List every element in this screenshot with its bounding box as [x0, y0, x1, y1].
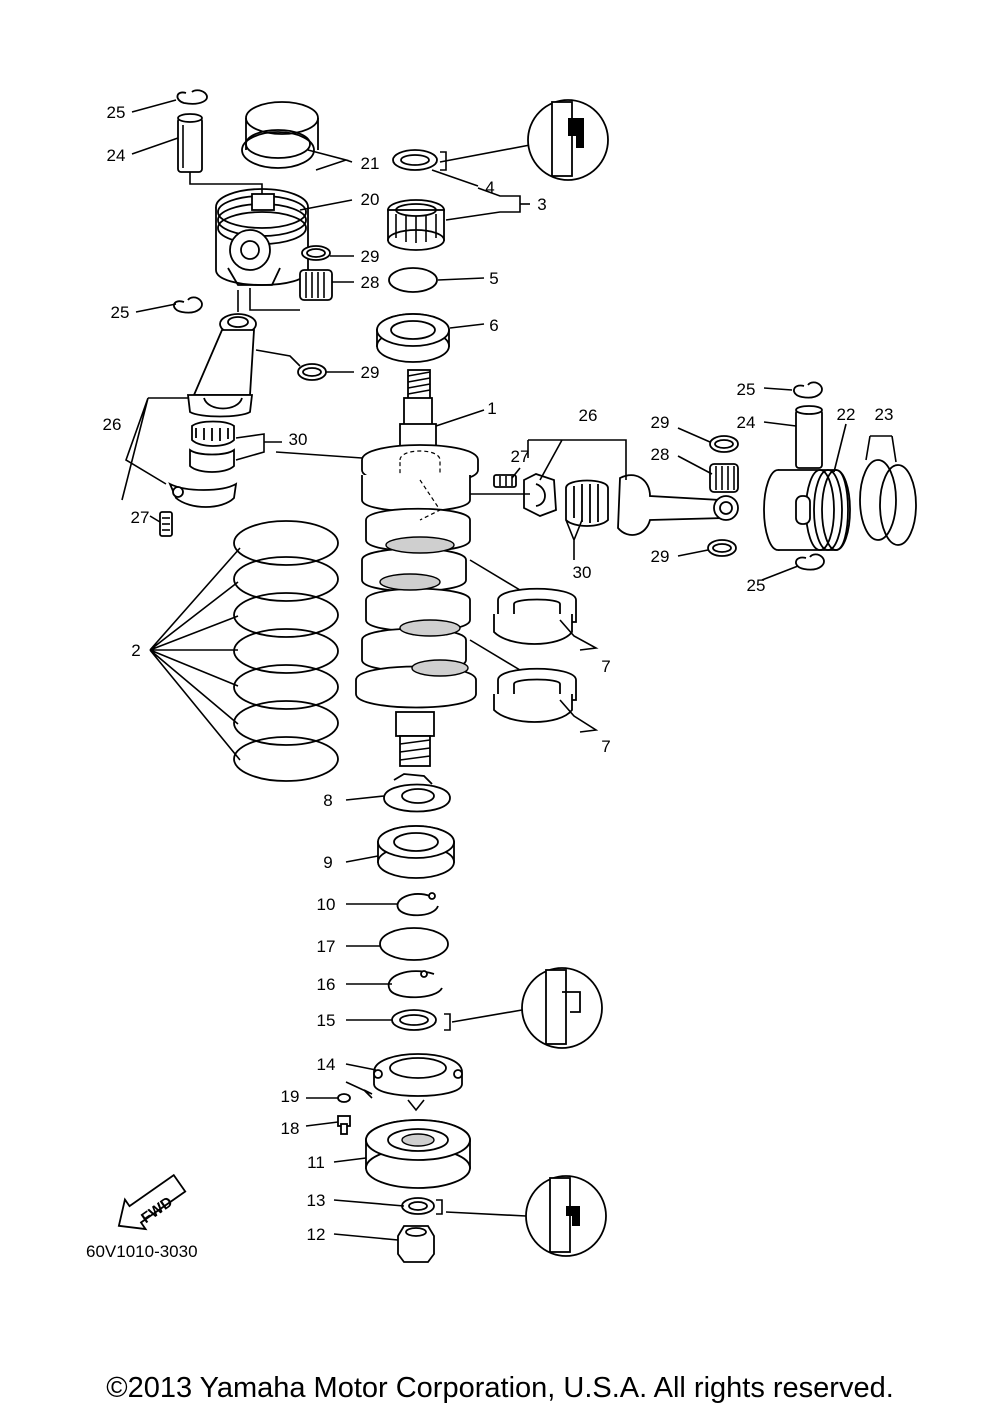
callout-27: 27	[511, 447, 530, 466]
spacer-plate-8	[383, 773, 451, 813]
piston-ring-set-21-left	[241, 101, 319, 169]
callout-26: 26	[579, 406, 598, 425]
callout-28: 28	[361, 273, 380, 292]
main-bearing-7-lower	[493, 667, 577, 723]
seal-direction-detail-top	[439, 99, 609, 181]
callout-29: 29	[651, 413, 670, 432]
connecting-rod-26-left	[186, 313, 257, 418]
bolt-18	[337, 1115, 351, 1135]
callout-14: 14	[317, 1055, 336, 1074]
piston-pin-clip-25-right-top	[793, 381, 823, 399]
nut-12	[397, 1225, 435, 1263]
housing-14	[373, 1053, 463, 1112]
callout-29: 29	[361, 247, 380, 266]
callout-17: 17	[317, 937, 336, 956]
callout-30: 30	[573, 563, 592, 582]
rod-bolt-27-right	[493, 474, 517, 488]
crankshaft-seal-rings-2	[233, 520, 339, 782]
callout-19: 19	[281, 1087, 300, 1106]
seal-direction-detail-bottom	[436, 1175, 607, 1257]
bearing-9	[377, 825, 455, 879]
piston-pin-clip-25-right-lower	[795, 553, 825, 571]
piston-22-right	[763, 469, 851, 551]
callout-12: 12	[307, 1225, 326, 1244]
rod-bolt-27-left	[159, 511, 173, 537]
bearing-6	[376, 313, 450, 363]
piston-pin-24-right	[795, 405, 823, 469]
callout-1: 1	[487, 399, 496, 418]
leader-lines	[121, 99, 897, 1241]
bearing-11	[365, 1119, 471, 1189]
callout-5: 5	[489, 269, 498, 288]
circlip-16	[387, 970, 443, 999]
callout-20: 20	[361, 190, 380, 209]
rod-bearing-30-left	[189, 420, 235, 473]
callout-30: 30	[289, 430, 308, 449]
piston-20-left	[215, 188, 309, 286]
piston-pin-clip-25-left-lower	[173, 296, 203, 314]
callout-16: 16	[317, 975, 336, 994]
callout-9: 9	[323, 853, 332, 872]
main-bearing-7-upper	[493, 587, 577, 645]
callout-3: 3	[537, 195, 546, 214]
callout-11: 11	[307, 1153, 325, 1172]
copyright-notice: ©2013 Yamaha Motor Corporation, U.S.A. A…	[106, 1372, 894, 1404]
callout-29: 29	[651, 547, 670, 566]
crankshaft-1	[355, 369, 479, 767]
bearing-29-right-lower	[707, 539, 737, 557]
washer-19	[337, 1093, 351, 1103]
bearing-29-left-lower	[297, 363, 327, 381]
piston-ring-set-23-right	[859, 459, 917, 546]
callout-7: 7	[601, 737, 610, 756]
callout-4: 4	[485, 178, 494, 197]
callout-25: 25	[737, 380, 756, 399]
piston-pin-clip-25-top	[176, 89, 208, 105]
rod-cap-right	[523, 473, 557, 517]
bearing-29-right-upper	[709, 435, 739, 453]
piston-pin-24-left	[177, 113, 203, 173]
oil-seal-15	[391, 1009, 437, 1031]
fwd-arrow	[117, 1173, 187, 1231]
rod-bearing-30-right	[565, 479, 609, 527]
connecting-rod-26-right	[617, 474, 739, 536]
callout-18: 18	[281, 1119, 300, 1138]
bearing-29-left-upper	[301, 245, 331, 261]
callout-2: 2	[131, 641, 140, 660]
callout-29: 29	[361, 363, 380, 382]
oil-seal-4	[392, 149, 438, 171]
callout-15: 15	[317, 1011, 336, 1030]
needle-bearing-28-right	[709, 463, 739, 493]
callout-6: 6	[489, 316, 498, 335]
bolt-pointer-line	[345, 1081, 373, 1099]
callout-10: 10	[317, 895, 336, 914]
seal-direction-detail-middle	[444, 967, 603, 1049]
callout-25: 25	[107, 103, 126, 122]
callout-24: 24	[737, 413, 756, 432]
callout-24: 24	[107, 146, 126, 165]
callout-23: 23	[875, 405, 894, 424]
callout-labels: 25 24 21 20 29 28 25 29 4 3 5 6 1 26 30 …	[103, 103, 894, 1244]
callout-7: 7	[601, 657, 610, 676]
o-ring-17	[379, 927, 449, 961]
needle-bearing-28-left	[299, 269, 333, 301]
callout-13: 13	[307, 1191, 326, 1210]
rod-cap-left	[168, 482, 238, 508]
callout-21: 21	[361, 154, 380, 173]
callout-27: 27	[131, 508, 150, 527]
oil-seal-13	[401, 1197, 435, 1215]
callout-25: 25	[747, 576, 766, 595]
drawing-code: 60V1010-3030	[86, 1242, 198, 1261]
circlip-10	[396, 892, 439, 917]
callout-8: 8	[323, 791, 332, 810]
callout-26: 26	[103, 415, 122, 434]
callout-25: 25	[111, 303, 130, 322]
callout-28: 28	[651, 445, 670, 464]
bearing-3	[387, 199, 445, 251]
callout-22: 22	[837, 405, 856, 424]
o-ring-5	[388, 267, 438, 293]
